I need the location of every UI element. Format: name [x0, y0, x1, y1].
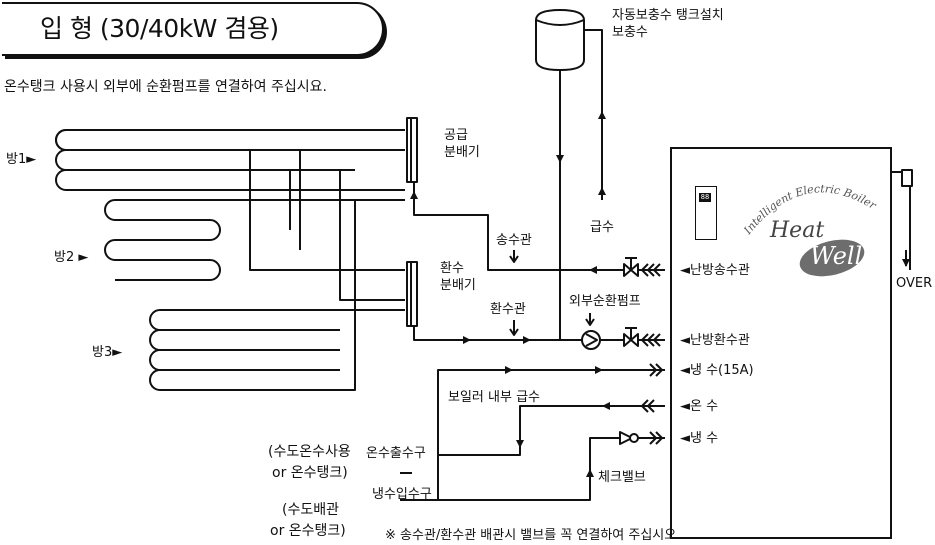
room1-coil-c	[55, 149, 355, 171]
make-up-water-label: 급수	[590, 220, 614, 235]
brand-tagline-arc: Intelligent Electric Boiler	[744, 182, 879, 237]
room2-coil	[104, 199, 405, 281]
check-valve-label: 체크밸브	[598, 470, 646, 485]
room3-label: 방3►	[92, 345, 123, 360]
coil-riser-1	[249, 150, 405, 271]
tank-label-2: 보충수	[612, 25, 648, 40]
cold-inlet-label: 냉수입수구	[372, 487, 432, 502]
port-heating-return: ◄난방환수관	[680, 333, 750, 348]
return-line	[413, 326, 583, 341]
port-cold-15a: ◄냉 수(15A)	[680, 363, 754, 378]
return-manifold-label-1: 환수	[440, 261, 464, 276]
room3-coil	[149, 309, 405, 331]
boiler-display-panel: 88	[695, 186, 717, 240]
supply-pipe-label: 송수관	[496, 233, 532, 248]
port-heating-supply: ◄난방송수관	[680, 263, 750, 278]
room2-label: 방2 ►	[54, 250, 89, 265]
page-title: 입 형 (30/40kW 겸용)	[40, 14, 279, 43]
cold-water-line	[400, 437, 665, 501]
title-banner: 입 형 (30/40kW 겸용)	[2, 2, 384, 56]
hot-outlet-note-1: (수도온수사용	[268, 444, 351, 460]
cold-inlet-note-2: or 온수탱크)	[270, 523, 346, 539]
cold-15a-line	[437, 369, 665, 500]
room1-coil-d	[55, 169, 405, 191]
return-pipe-label: 환수관	[490, 302, 526, 317]
port-hot-water: ◄온 수	[680, 399, 719, 414]
external-pump-label: 외부순환펌프	[569, 294, 641, 309]
hot-outlet-note-2: or 온수탱크)	[272, 465, 348, 481]
check-valve	[619, 431, 633, 445]
hot-water-line	[438, 405, 665, 456]
hot-outlet-label: 온수출수구	[366, 446, 426, 461]
supply-line	[413, 182, 665, 271]
coil-riser-3	[339, 170, 405, 301]
expansion-tank	[535, 9, 585, 71]
footer-note: ※ 송수관/환수관 배관시 밸브를 꼭 연결하여 주십시오	[385, 528, 677, 543]
display-digits: 88	[700, 193, 710, 201]
tank-label-1: 자동보충수 탱크설치	[612, 8, 724, 23]
room1-coil-a	[55, 129, 405, 151]
port-cold-water: ◄냉 수	[680, 431, 719, 446]
boiler-internal-supply-label: 보일러 내부 급수	[448, 390, 540, 405]
brand-well: Well	[810, 242, 863, 270]
boiler-display-screen: 88	[699, 193, 711, 202]
brand-heat: Heat	[770, 218, 825, 243]
supply-manifold-label-2: 분배기	[444, 145, 480, 160]
tank-feed-line	[584, 29, 603, 200]
return-manifold-label-2: 분배기	[440, 278, 476, 293]
room1-label: 방1►	[6, 152, 37, 167]
instruction-text: 온수탱크 사용시 외부에 순환펌프를 연결하여 주십시요.	[4, 79, 327, 95]
circulation-pump	[581, 330, 601, 350]
coil-riser-2	[289, 150, 301, 250]
cold-inlet-note-1: (수도배관	[282, 502, 339, 518]
overflow-label: OVER	[896, 276, 933, 291]
room3-coil-b	[149, 200, 356, 391]
supply-manifold-label-1: 공급	[444, 128, 468, 143]
